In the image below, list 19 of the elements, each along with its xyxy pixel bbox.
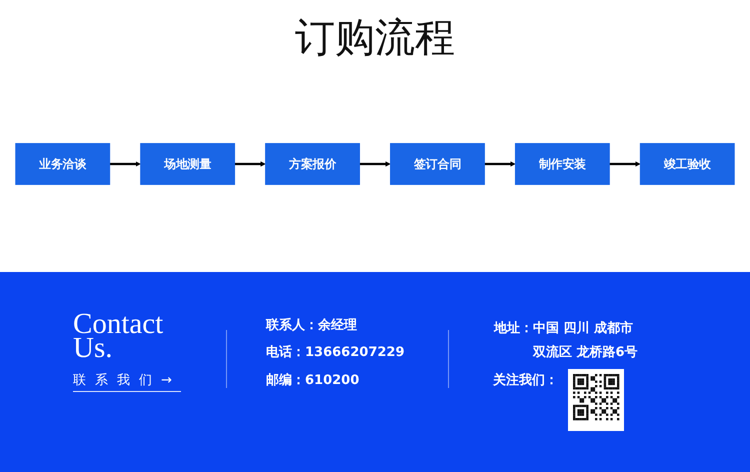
follow-us-text: 关注我们： (493, 372, 558, 390)
arrow (234, 161, 266, 167)
arrow (360, 161, 391, 167)
arrow (110, 161, 141, 167)
postcode-text: 邮编：610200 (266, 372, 360, 390)
address-text: 地址：中国 四川 成都市双流区 龙桥路6号 (494, 320, 639, 362)
contact-person-text: 联系人：余经理 (266, 317, 357, 335)
contact-link: 联系我们→ (73, 372, 181, 392)
node-box: 业务洽谈 (15, 143, 110, 185)
arrow (484, 161, 516, 167)
node-box: 制作安装 (514, 143, 610, 185)
arrow (610, 161, 640, 167)
node-box: 场地测量 (140, 143, 236, 185)
node-box: 签订合同 (390, 143, 485, 185)
node-box: 方案报价 (265, 143, 360, 185)
phone-text: 电话：13666207229 (266, 344, 404, 362)
node-box: 竣工验收 (640, 143, 735, 185)
diagram-title: 订购流程 (295, 14, 455, 62)
contact-heading: Contact Us. (73, 312, 164, 360)
